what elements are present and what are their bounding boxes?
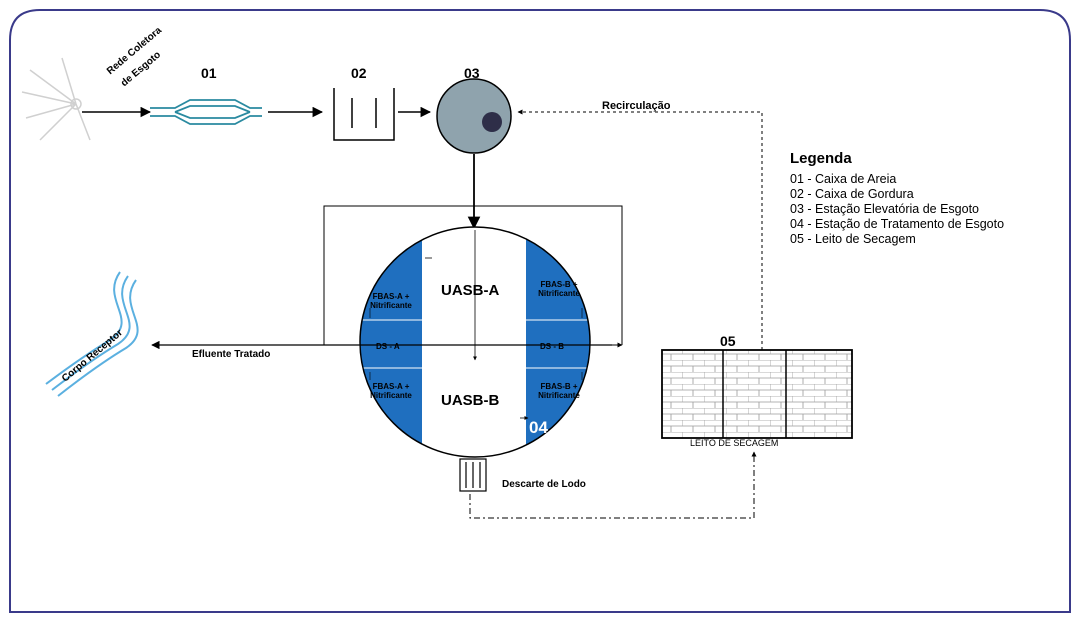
legend-item: 05 - Leito de Secagem (790, 232, 916, 246)
fbas-b-bottom-label: FBAS-B +Nitrificante (538, 382, 580, 400)
recirculation-label: Recirculação (602, 100, 671, 112)
pump-icon (482, 112, 502, 132)
grease-trap (333, 88, 395, 141)
fbas-a-bottom-label: FBAS-A +Nitrificante (370, 382, 412, 400)
sludge-outlet (459, 458, 487, 492)
pumping-station (436, 78, 512, 154)
unit-01-label: 01 (201, 65, 217, 81)
uasb-b-label: UASB-B (441, 392, 500, 409)
collector-network (21, 57, 91, 141)
unit-05-label: 05 (720, 333, 736, 349)
unit-03-label: 03 (464, 65, 480, 81)
unit-04-label: 04 (529, 418, 548, 437)
legend-item: 03 - Estação Elevatória de Esgoto (790, 202, 980, 216)
sludge-discharge-label: Descarte de Lodo (502, 479, 586, 490)
unit-02-label: 02 (351, 65, 367, 81)
uasb-a-label: UASB-A (441, 282, 500, 299)
receiving-river (45, 271, 139, 397)
outer-frame (9, 9, 1071, 613)
legend: Legenda 01 - Caixa de Areia 02 - Caixa d… (790, 150, 1004, 247)
sludge-line (469, 451, 757, 519)
legend-item: 02 - Caixa de Gordura (790, 187, 914, 201)
ds-b-label: DS - B (540, 342, 564, 351)
legend-item: 04 - Estação de Tratamento de Esgoto (790, 217, 1005, 231)
bypass-line (323, 205, 623, 345)
ds-a-label: DS - A (376, 342, 400, 351)
drying-bed-label: LEITO DE SECAGEM (690, 438, 779, 448)
legend-item: 01 - Caixa de Areia (790, 172, 897, 186)
effluent-label: Efluente Tratado (192, 349, 271, 360)
drying-bed (661, 349, 853, 439)
legend-title: Legenda (790, 150, 852, 167)
fbas-a-top-label: FBAS-A +Nitrificante (370, 292, 412, 310)
recirculation-line (517, 109, 763, 350)
grit-chamber (150, 99, 262, 125)
fbas-b-top-label: FBAS-B +Nitrificante (538, 280, 580, 298)
